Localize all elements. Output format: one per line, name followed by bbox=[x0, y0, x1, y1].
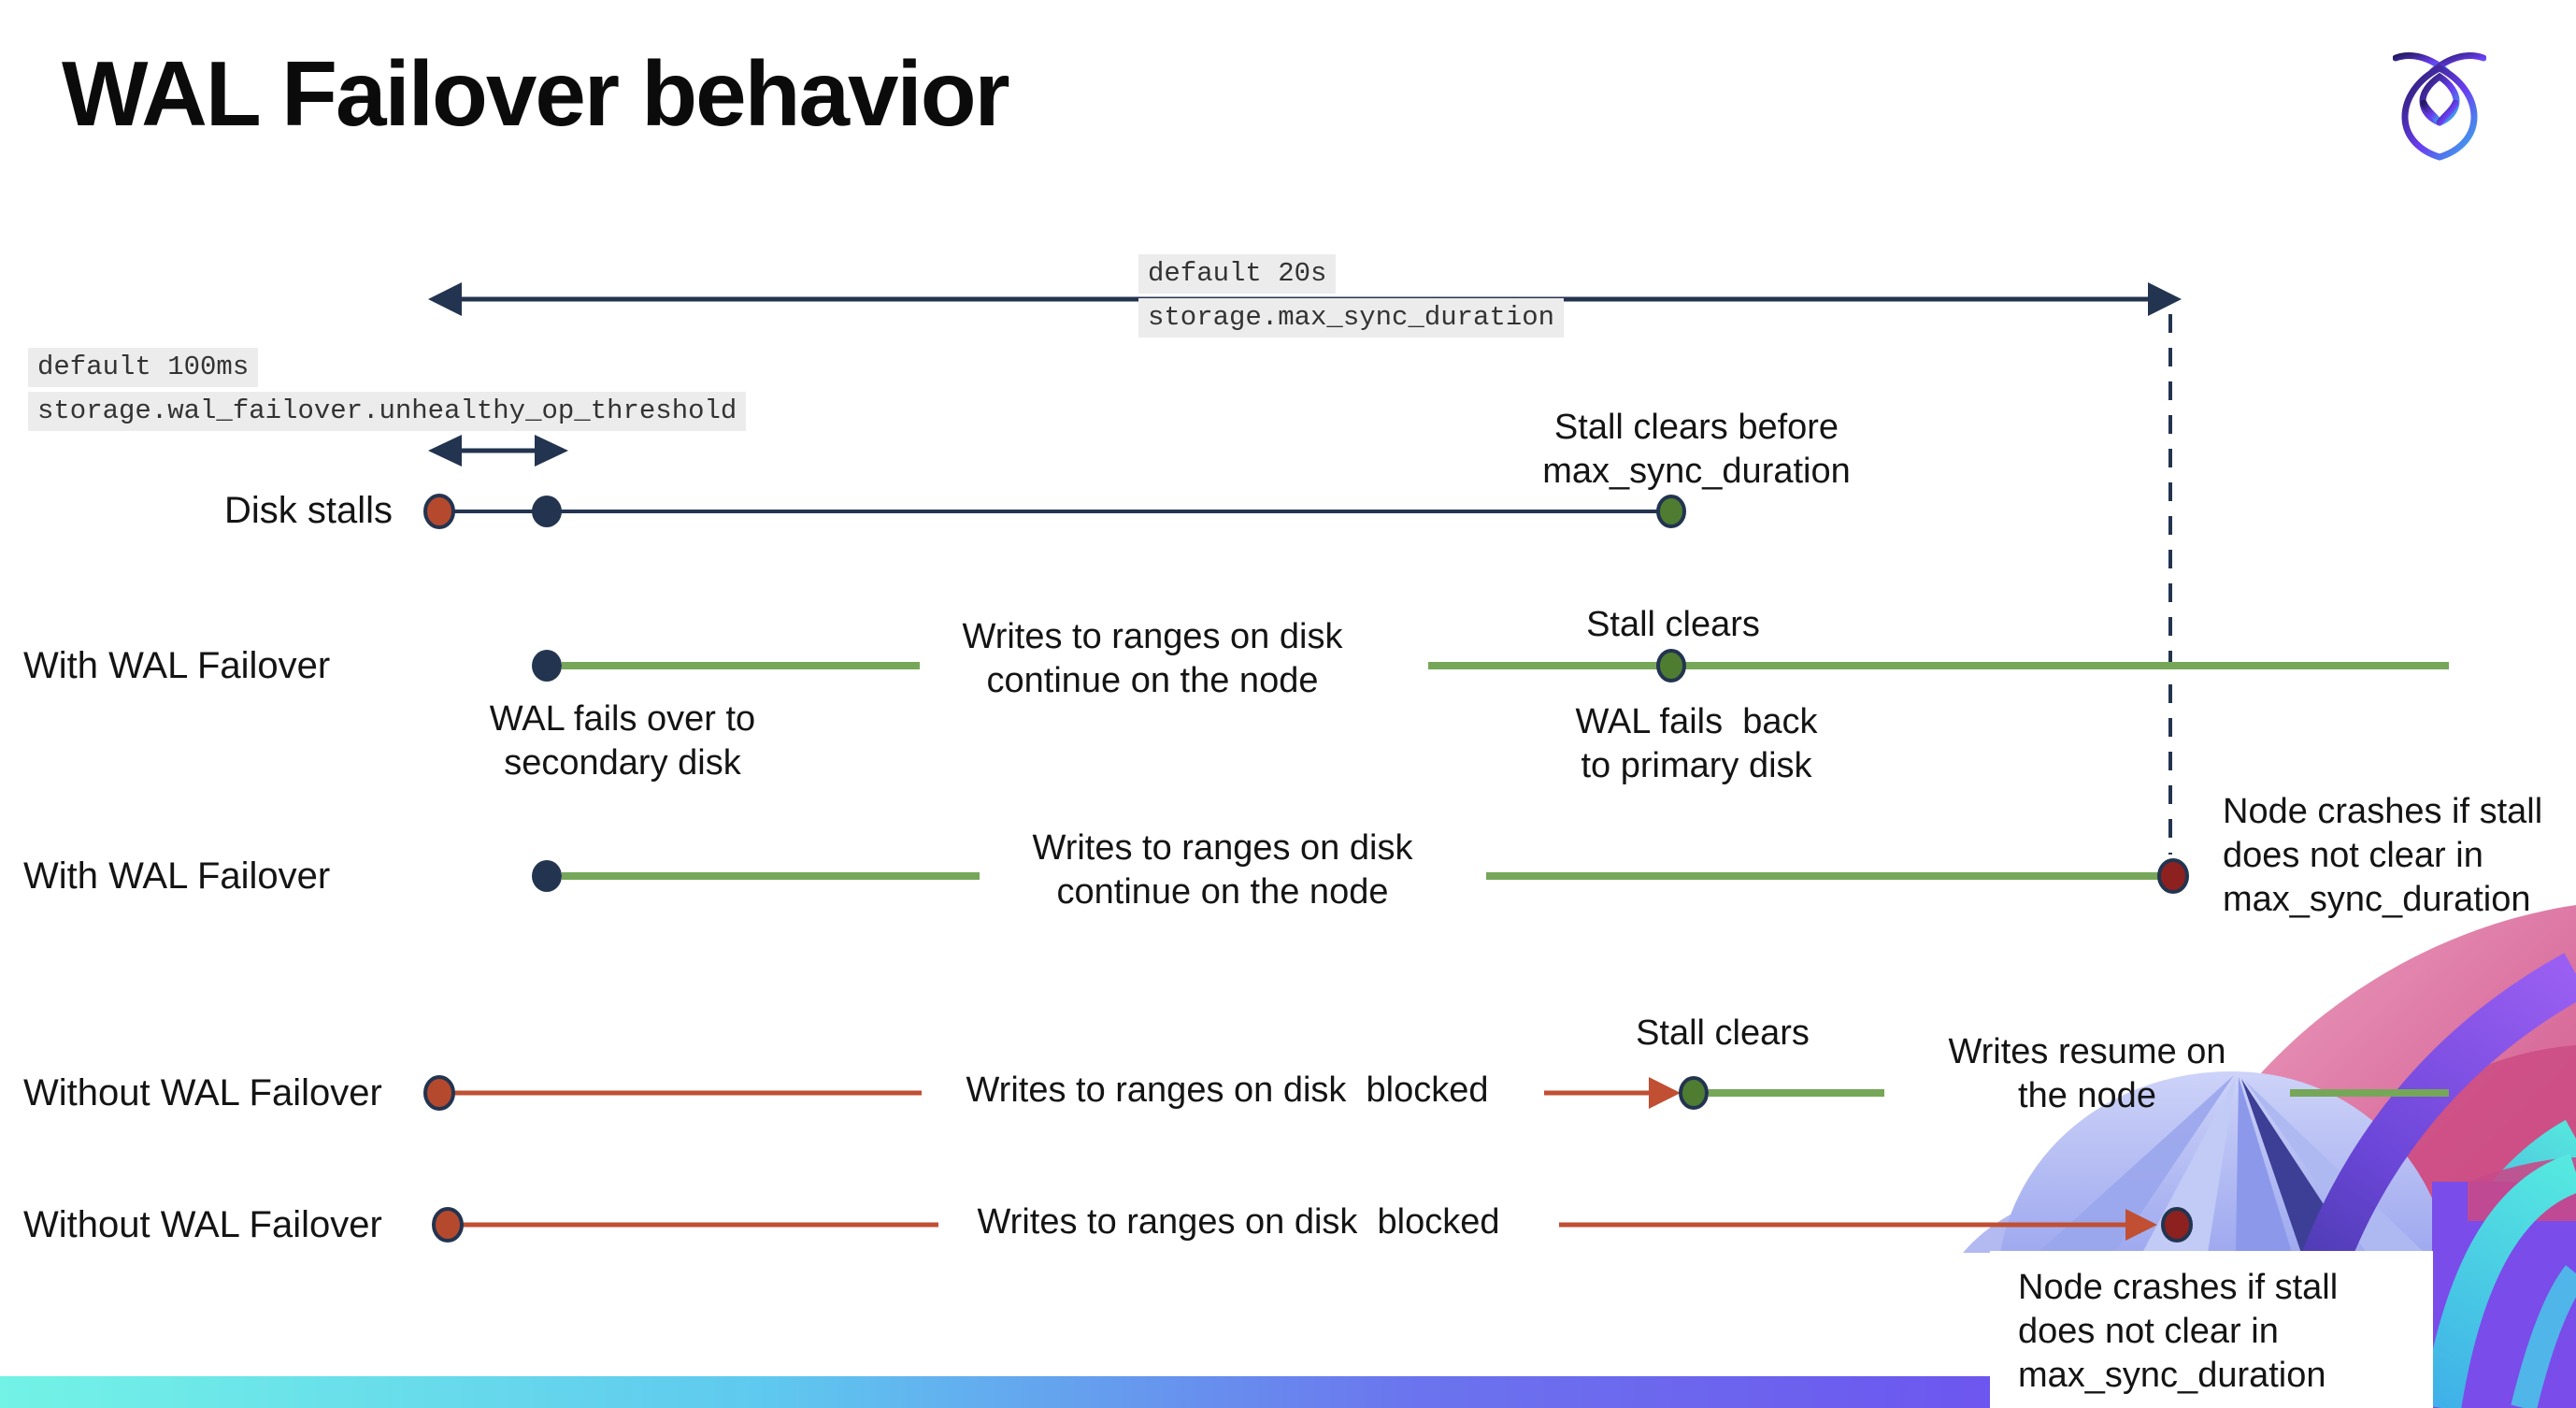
row-label-disk-stalls: Disk stalls bbox=[223, 490, 393, 531]
threshold-setting-label: storage.wal_failover.unhealthy_op_thresh… bbox=[28, 392, 747, 431]
arrowhead bbox=[2125, 1209, 2157, 1241]
row-label-without-failover-2: Without WAL Failover bbox=[23, 1204, 382, 1245]
row-label-with-failover-1: With WAL Failover bbox=[23, 645, 331, 686]
crash-dot bbox=[2161, 1207, 2193, 1243]
row-label-with-failover-2: With WAL Failover bbox=[23, 855, 331, 897]
writes-resume-label: Writes resume on the node bbox=[1948, 1032, 2226, 1116]
failover-dot bbox=[532, 650, 562, 682]
writes-continue-label-2: Writes to ranges on disk continue on the… bbox=[1032, 828, 1413, 912]
stall-clears-label-2: Stall clears bbox=[1636, 1013, 1810, 1053]
wal-fails-over-label: WAL fails over to secondary disk bbox=[489, 699, 756, 783]
node-crashes-label-2: Node crashes if stall does not clear in … bbox=[2018, 1268, 2339, 1396]
node-crashes-label-1: Node crashes if stall does not clear in … bbox=[2223, 792, 2543, 920]
timeline-with-failover-1 bbox=[532, 649, 2449, 682]
stall-start-dot bbox=[423, 1075, 455, 1111]
page-title: WAL Failover behavior bbox=[62, 42, 1010, 145]
stall-clears-dot bbox=[1656, 495, 1686, 528]
unhealthy-op-threshold-arrow bbox=[428, 435, 568, 467]
node-crashes-note-box: Node crashes if stall does not clear in … bbox=[1990, 1251, 2433, 1408]
threshold-dot bbox=[532, 496, 562, 527]
writes-blocked-label-2: Writes to ranges on disk blocked bbox=[977, 1202, 1500, 1242]
stall-clears-dot bbox=[1679, 1076, 1709, 1110]
stall-clears-label-1: Stall clears bbox=[1586, 605, 1760, 644]
stall-clears-before-label: Stall clears before max_sync_duration bbox=[1542, 408, 1851, 492]
stall-start-dot bbox=[432, 1207, 464, 1243]
arrowhead bbox=[1649, 1077, 1681, 1109]
cockroachdb-logo-icon bbox=[2393, 52, 2486, 161]
timeline-without-failover-1 bbox=[423, 1075, 2449, 1111]
writes-blocked-label-1: Writes to ranges on disk blocked bbox=[966, 1070, 1489, 1110]
threshold-default-label: default 100ms bbox=[28, 348, 259, 387]
timeline-disk-stalls bbox=[423, 494, 1686, 529]
stall-start-dot bbox=[423, 494, 455, 529]
writes-continue-label-1: Writes to ranges on disk continue on the… bbox=[962, 617, 1343, 701]
timeline-with-failover-2 bbox=[532, 858, 2189, 894]
crash-dot bbox=[2157, 858, 2189, 894]
max-sync-setting-label: storage.max_sync_duration bbox=[1138, 298, 1565, 338]
failover-dot bbox=[532, 860, 562, 892]
max-sync-default-label: default 20s bbox=[1138, 254, 1337, 294]
stall-clears-dot bbox=[1656, 649, 1686, 682]
wal-fails-back-label: WAL fails back to primary disk bbox=[1575, 702, 1818, 786]
timeline-without-failover-2 bbox=[432, 1207, 2193, 1243]
row-label-without-failover-1: Without WAL Failover bbox=[23, 1072, 382, 1113]
